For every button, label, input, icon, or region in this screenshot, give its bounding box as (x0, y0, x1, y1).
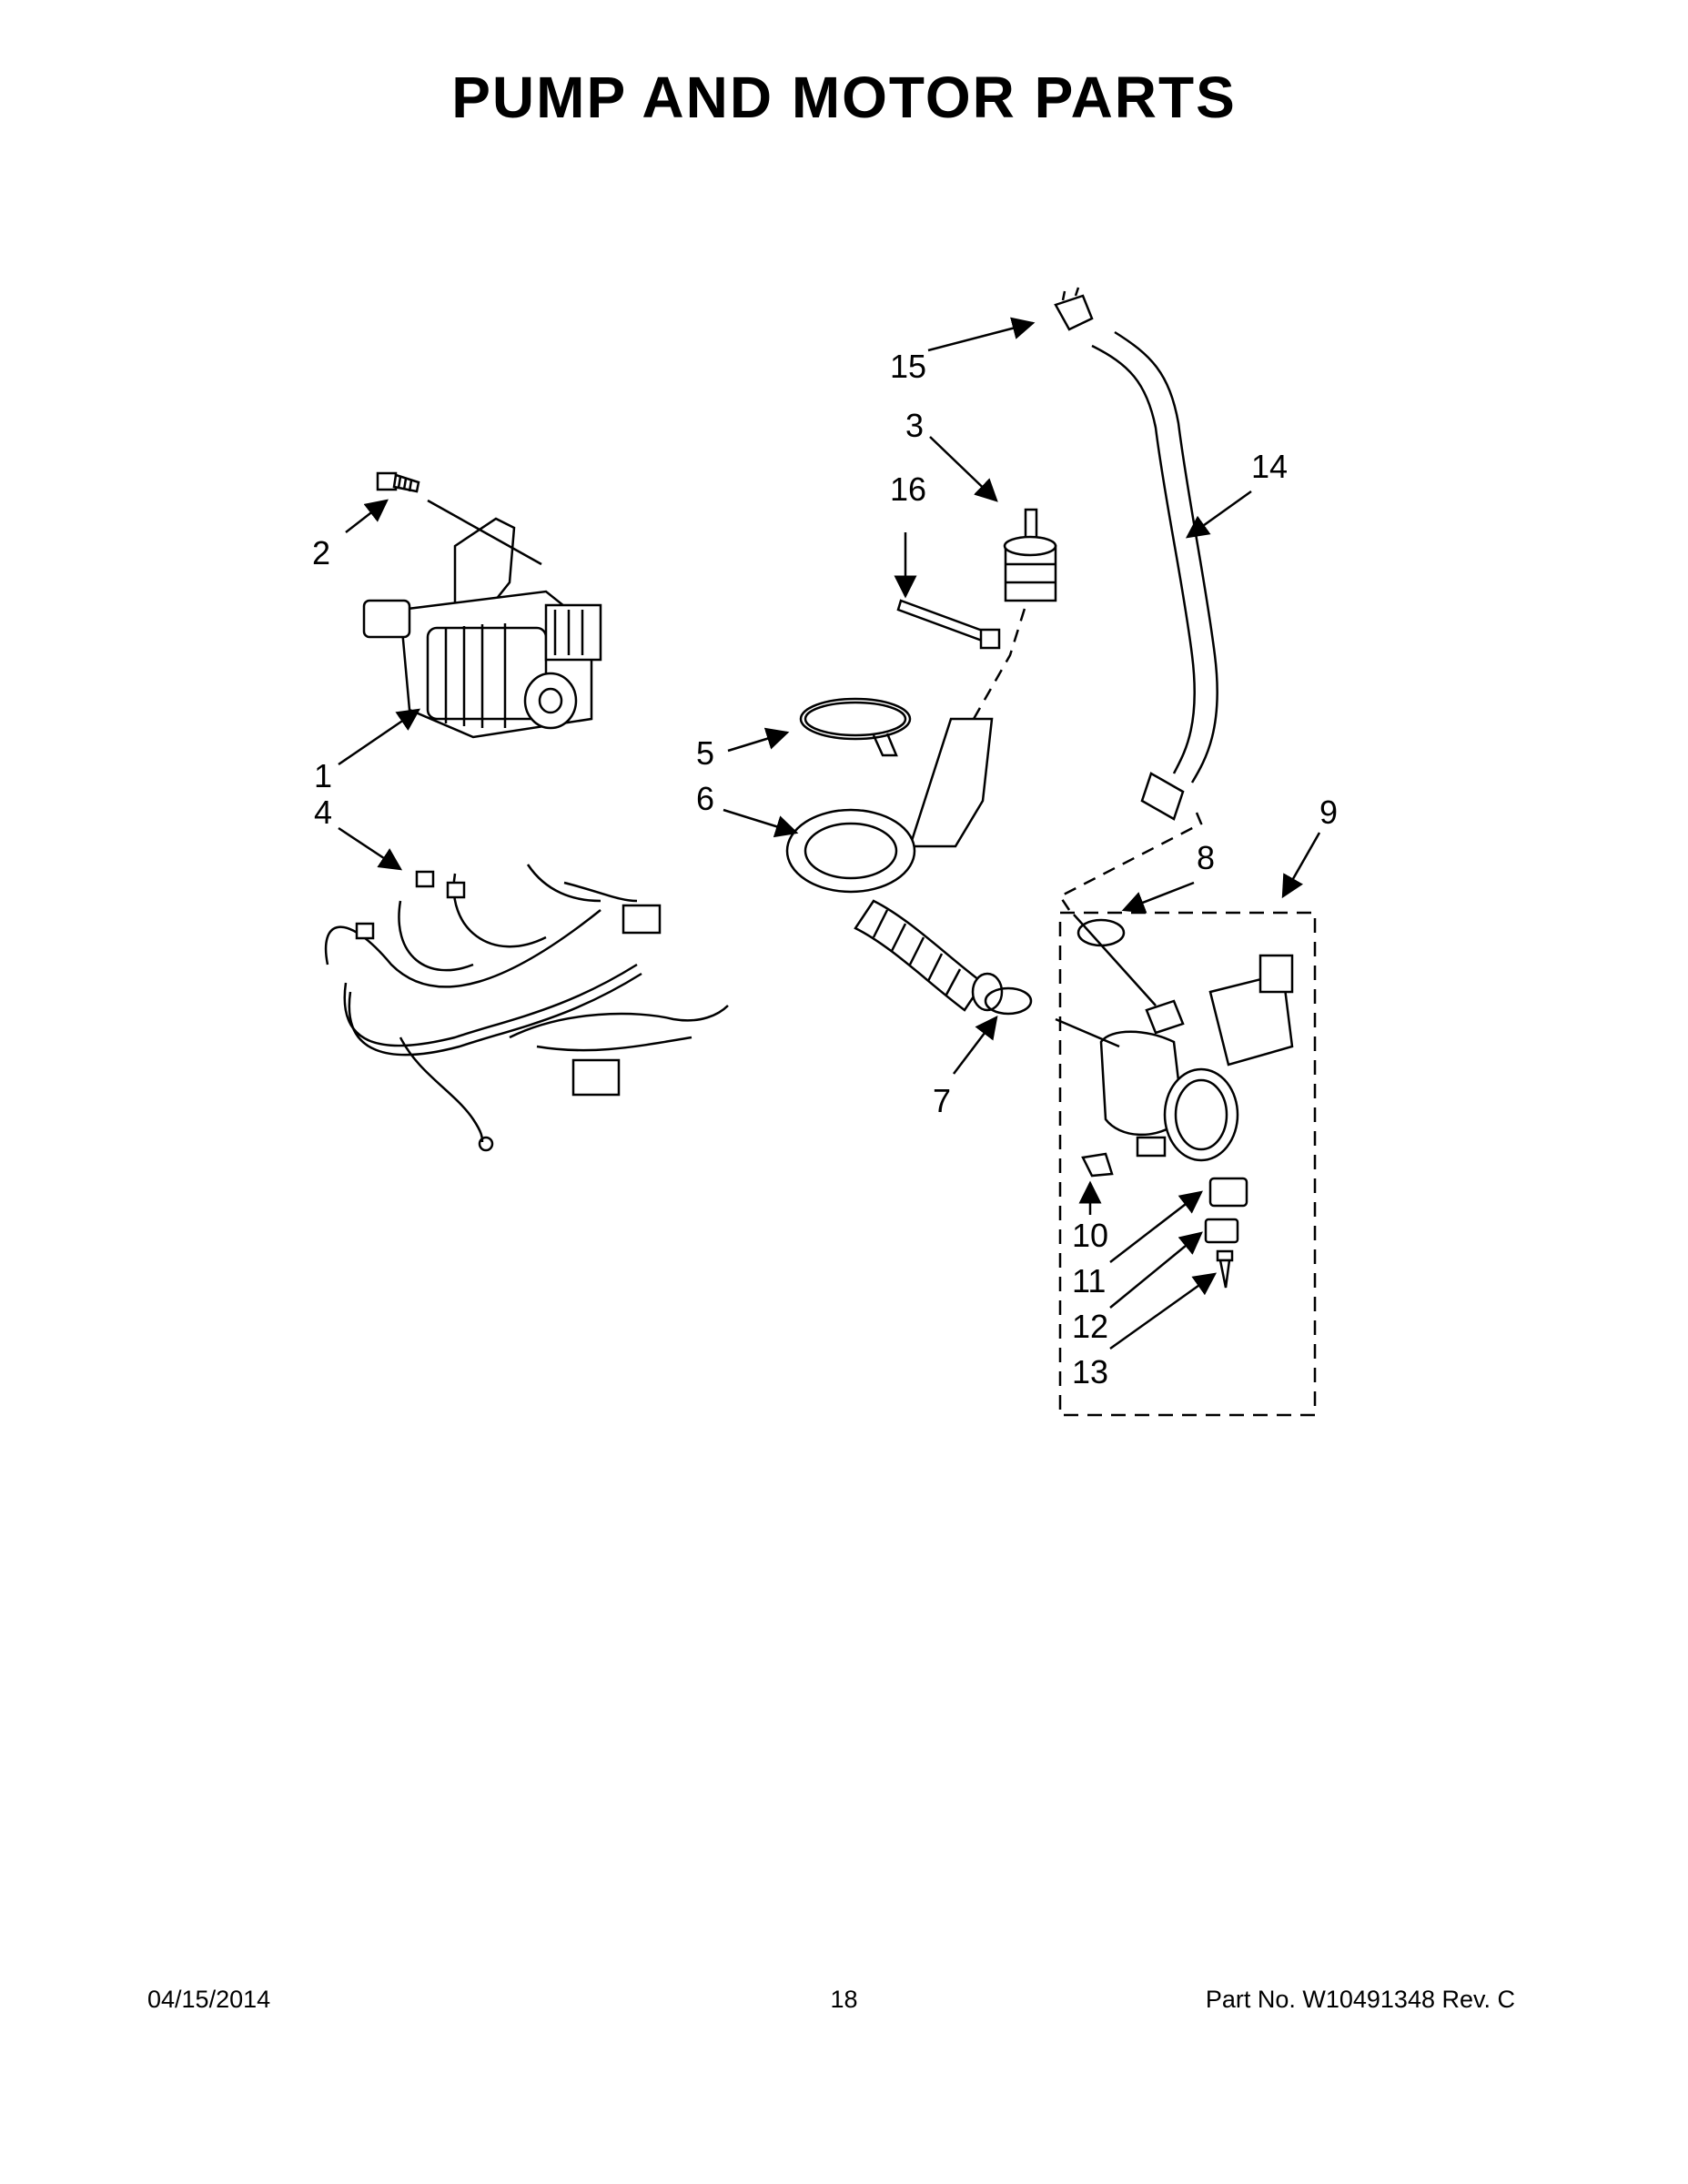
footer-date: 04/15/2014 (147, 1986, 271, 2013)
callout-number: 8 (1197, 839, 1215, 876)
sump-hose (785, 717, 1004, 1012)
vent-fitting (1003, 508, 1057, 602)
pump-gasket (1208, 1177, 1248, 1208)
pump-screw (1216, 1249, 1234, 1289)
bolt (376, 471, 420, 493)
callout-number: 16 (890, 470, 926, 508)
footer-part-number: Part No. W10491348 Rev. C (1205, 1986, 1515, 2013)
clamp (1076, 918, 1126, 947)
drain-hose (1091, 330, 1218, 821)
clamp (984, 986, 1033, 1016)
pump-clip (1081, 1152, 1114, 1178)
pump-assembly-box (1058, 911, 1317, 1417)
callout-number: 3 (905, 407, 924, 444)
page-title: PUMP AND MOTOR PARTS (451, 65, 1237, 130)
motor (362, 517, 602, 739)
clamp (799, 697, 912, 757)
callout-number: 10 (1072, 1217, 1108, 1254)
callout-number: 13 (1072, 1353, 1108, 1390)
callout-number: 4 (314, 794, 332, 831)
footer-page-number: 18 (830, 1986, 858, 2013)
callout-number: 14 (1251, 448, 1288, 485)
callout-number: 2 (312, 534, 330, 571)
callout-number: 1 (314, 757, 332, 794)
callout-leaders (338, 317, 1321, 1350)
callout-number: 9 (1319, 794, 1338, 831)
pump-bracket (1204, 1218, 1239, 1244)
callout-number: 7 (933, 1082, 951, 1119)
hose-clamp (1054, 287, 1094, 331)
callout-number: 5 (696, 734, 714, 772)
wire-harness (324, 864, 729, 1152)
callout-number: 11 (1072, 1262, 1106, 1299)
callout-number: 12 (1072, 1308, 1108, 1345)
callout-number: 6 (696, 780, 714, 817)
cable-tie (896, 599, 1001, 650)
callout-number: 15 (890, 348, 926, 385)
drain-pump (1099, 954, 1294, 1162)
